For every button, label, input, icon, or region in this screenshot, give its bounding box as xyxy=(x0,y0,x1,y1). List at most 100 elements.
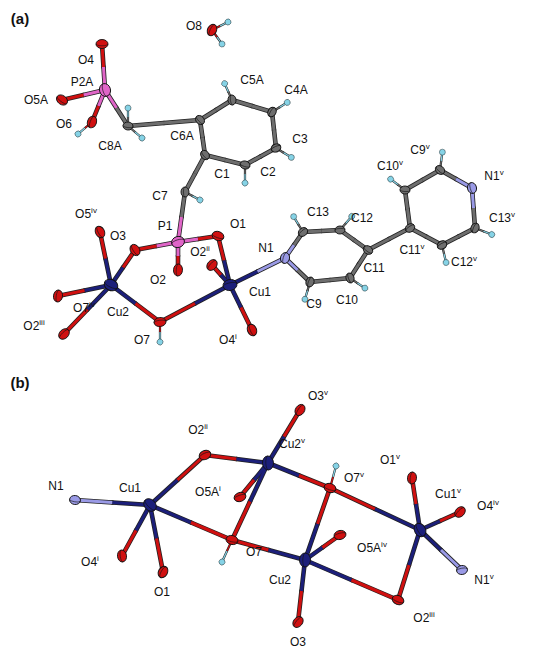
ellipsoid-octant xyxy=(159,566,166,577)
label-base: O4 xyxy=(477,499,493,513)
atom-ellipsoid xyxy=(156,338,164,346)
atom-ellipsoid xyxy=(123,122,134,131)
atom-ellipsoid xyxy=(205,23,218,38)
symmetry-code: iv xyxy=(91,206,97,215)
atom-ellipsoid xyxy=(239,160,251,170)
atom-ellipsoid xyxy=(153,317,166,327)
label-base: O5 xyxy=(75,207,91,221)
atom-label: N1 xyxy=(258,242,273,254)
atom-label: C9v xyxy=(410,144,429,156)
atom-ellipsoid xyxy=(211,230,225,243)
bonds xyxy=(58,22,492,622)
atom-label: O8 xyxy=(186,20,202,32)
label-base: O2 xyxy=(413,611,429,625)
bond-outline xyxy=(232,502,250,541)
atom-ellipsoid xyxy=(288,154,295,161)
atom-ellipsoid xyxy=(138,134,146,142)
atom-ellipsoid xyxy=(141,496,159,514)
atom-ellipsoid xyxy=(332,462,340,470)
symmetry-code: ii xyxy=(206,244,210,253)
symmetry-code: v xyxy=(324,388,328,397)
label-base: N1 xyxy=(484,169,499,183)
atom-ellipsoid xyxy=(117,549,128,562)
atom-ellipsoid xyxy=(196,196,204,204)
label-base: C1 xyxy=(214,167,229,181)
atom-label: O7 xyxy=(134,334,150,346)
atom-ellipsoid xyxy=(173,264,183,277)
bond xyxy=(191,523,232,541)
symmetry-code: v xyxy=(426,142,430,151)
atom-ellipsoid xyxy=(96,40,108,49)
ellipsoid-octant xyxy=(104,282,118,290)
atom-ellipsoid xyxy=(57,327,72,342)
symmetry-code: v xyxy=(457,486,461,495)
atom-label: C12 xyxy=(351,212,373,224)
label-base: C11 xyxy=(399,243,420,257)
atom-label: N1v xyxy=(474,574,493,586)
atom-label: C6A xyxy=(170,130,193,142)
atom-ellipsoid xyxy=(96,40,108,49)
label-base: O3 xyxy=(290,635,306,649)
atom-ellipsoid xyxy=(453,505,468,520)
atom-ellipsoid xyxy=(283,98,291,106)
label-base: O5A xyxy=(24,93,48,107)
ellipsoid-octant xyxy=(415,524,424,537)
atom-label: C10 xyxy=(336,294,358,306)
ellipsoid-octant xyxy=(123,126,133,128)
atom-label: C8A xyxy=(98,140,121,152)
atom-ellipsoid xyxy=(456,565,468,576)
atom-ellipsoid xyxy=(102,277,119,293)
atom-ellipsoid xyxy=(199,149,211,162)
atom-ellipsoid xyxy=(362,244,375,256)
atom-label: O1 xyxy=(154,586,170,598)
atom-ellipsoid xyxy=(323,482,337,494)
atom-label: O5Aiv xyxy=(357,542,387,554)
atom-label: O5A xyxy=(24,94,48,106)
label-base: O5A xyxy=(357,541,381,555)
symmetry-code: v xyxy=(511,210,515,219)
atom-ellipsoid xyxy=(198,448,213,461)
atom-ellipsoid xyxy=(170,235,186,249)
atom-label: O4iv xyxy=(477,500,499,512)
ellipsoid-octant xyxy=(298,228,307,236)
label-base: (a) xyxy=(11,10,29,27)
label-base: Cu2 xyxy=(107,305,129,319)
atom-ellipsoid xyxy=(74,130,82,138)
atom-label: O7 xyxy=(246,546,262,558)
atom-ellipsoid xyxy=(323,482,337,494)
ellipsoid-octant xyxy=(171,238,184,244)
symmetry-code: i xyxy=(97,554,99,563)
label-base: C12 xyxy=(451,255,473,269)
ellipsoid-octant xyxy=(201,151,208,160)
atom-ellipsoid xyxy=(98,82,112,98)
atom-ellipsoid xyxy=(194,114,207,127)
atom-ellipsoid xyxy=(224,18,232,26)
label-base: Cu1 xyxy=(435,487,457,501)
label-base: C9 xyxy=(410,143,425,157)
atom-ellipsoid xyxy=(362,244,375,256)
label-base: C5A xyxy=(240,73,263,87)
atom-ellipsoid xyxy=(53,289,64,302)
atom-ellipsoid xyxy=(199,149,211,162)
atom-ellipsoid xyxy=(211,230,225,243)
atom-ellipsoid xyxy=(270,142,282,153)
atom-label: C3 xyxy=(292,133,307,145)
ellipsoid-octant xyxy=(435,167,444,175)
label-base: C11 xyxy=(363,261,384,275)
label-base: O4 xyxy=(219,333,235,347)
atom-ellipsoid xyxy=(442,259,449,266)
atom-label: P2A xyxy=(71,76,94,88)
ellipsoid-octant xyxy=(293,616,302,626)
ellipsoid-octant xyxy=(208,24,215,36)
atom-ellipsoid xyxy=(69,495,81,505)
atom-label: Cu1 xyxy=(249,286,271,298)
atom-label: O5iv xyxy=(75,208,97,220)
atom-label: O1 xyxy=(230,218,246,230)
atom-ellipsoid xyxy=(93,225,107,240)
atom-ellipsoid xyxy=(222,278,238,292)
atom-ellipsoid xyxy=(299,553,310,567)
atom-ellipsoid xyxy=(266,106,278,119)
atom-ellipsoid xyxy=(262,456,274,471)
atom-label: Cu1 xyxy=(119,482,141,494)
atom-label: C5A xyxy=(240,74,263,86)
